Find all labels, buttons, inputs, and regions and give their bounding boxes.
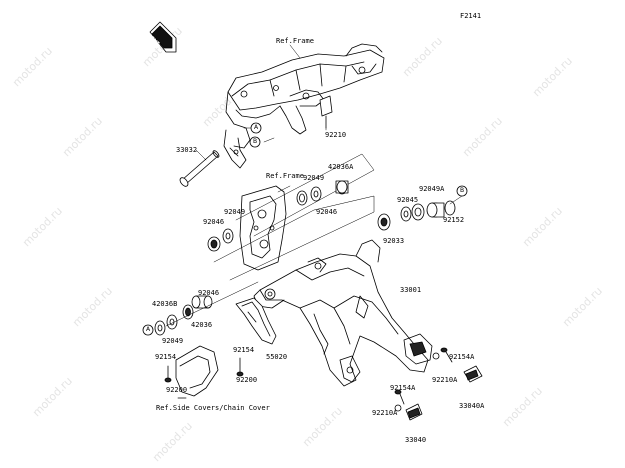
- part-92045: 92045: [397, 196, 419, 204]
- chain-slider-55020: [235, 297, 277, 345]
- callout-a: A: [145, 326, 151, 333]
- part-92154A: 92154A: [390, 384, 416, 392]
- part-42036B: 42036B: [152, 300, 178, 308]
- part-92210A: 92210A: [432, 376, 458, 384]
- part-92200: 92200: [236, 376, 258, 384]
- ref-frame-mid: Ref.Frame: [266, 172, 304, 180]
- part-92154A: 92154A: [449, 353, 475, 361]
- part-92046: 92046: [316, 208, 338, 216]
- part-92049: 92049: [224, 208, 246, 216]
- chain-adjusters: [405, 365, 483, 421]
- part-92210: 92210: [325, 131, 347, 139]
- part-92033: 92033: [383, 237, 405, 245]
- part-33040: 33040: [405, 436, 427, 444]
- alignment-guide: [213, 153, 375, 281]
- part-92154: 92154: [233, 346, 255, 354]
- callout-bubbles: [142, 122, 468, 336]
- bearings-right: [377, 200, 456, 231]
- part-92210A: 92210A: [372, 409, 398, 417]
- part-42036A: 42036A: [328, 163, 354, 171]
- side-cover-bracket: [175, 345, 219, 399]
- part-92046: 92046: [198, 289, 220, 297]
- callout-b: B: [459, 187, 465, 194]
- part-92049: 92049: [303, 174, 325, 182]
- pivot-shaft-33032: [179, 149, 220, 187]
- part-33032: 33032: [176, 146, 198, 154]
- swingarm-33001: [253, 239, 433, 387]
- part-92200: 92200: [166, 386, 188, 394]
- screws: [164, 347, 453, 412]
- part-92049: 92049: [162, 337, 184, 345]
- part-33001: 33001: [400, 286, 422, 294]
- diagram-code: F2141: [460, 12, 482, 20]
- front-arrow-icon: [149, 21, 177, 53]
- callout-a: A: [253, 124, 259, 131]
- frame-mid-plate: [239, 185, 291, 271]
- part-92154: 92154: [155, 353, 177, 361]
- part-42036: 42036: [191, 321, 213, 329]
- frame-upper: [223, 43, 385, 169]
- part-92152: 92152: [443, 216, 465, 224]
- ref-frame-top: Ref.Frame: [276, 37, 314, 45]
- bearings-lower-left: [154, 281, 259, 336]
- part-55020: 55020: [266, 353, 288, 361]
- part-33040A: 33040A: [459, 402, 485, 410]
- part-92049A: 92049A: [419, 185, 445, 193]
- callout-b: B: [252, 138, 258, 145]
- ref-side-covers: Ref.Side Covers/Chain Cover: [156, 404, 270, 412]
- part-92046: 92046: [203, 218, 225, 226]
- bearings-mid: [207, 180, 349, 252]
